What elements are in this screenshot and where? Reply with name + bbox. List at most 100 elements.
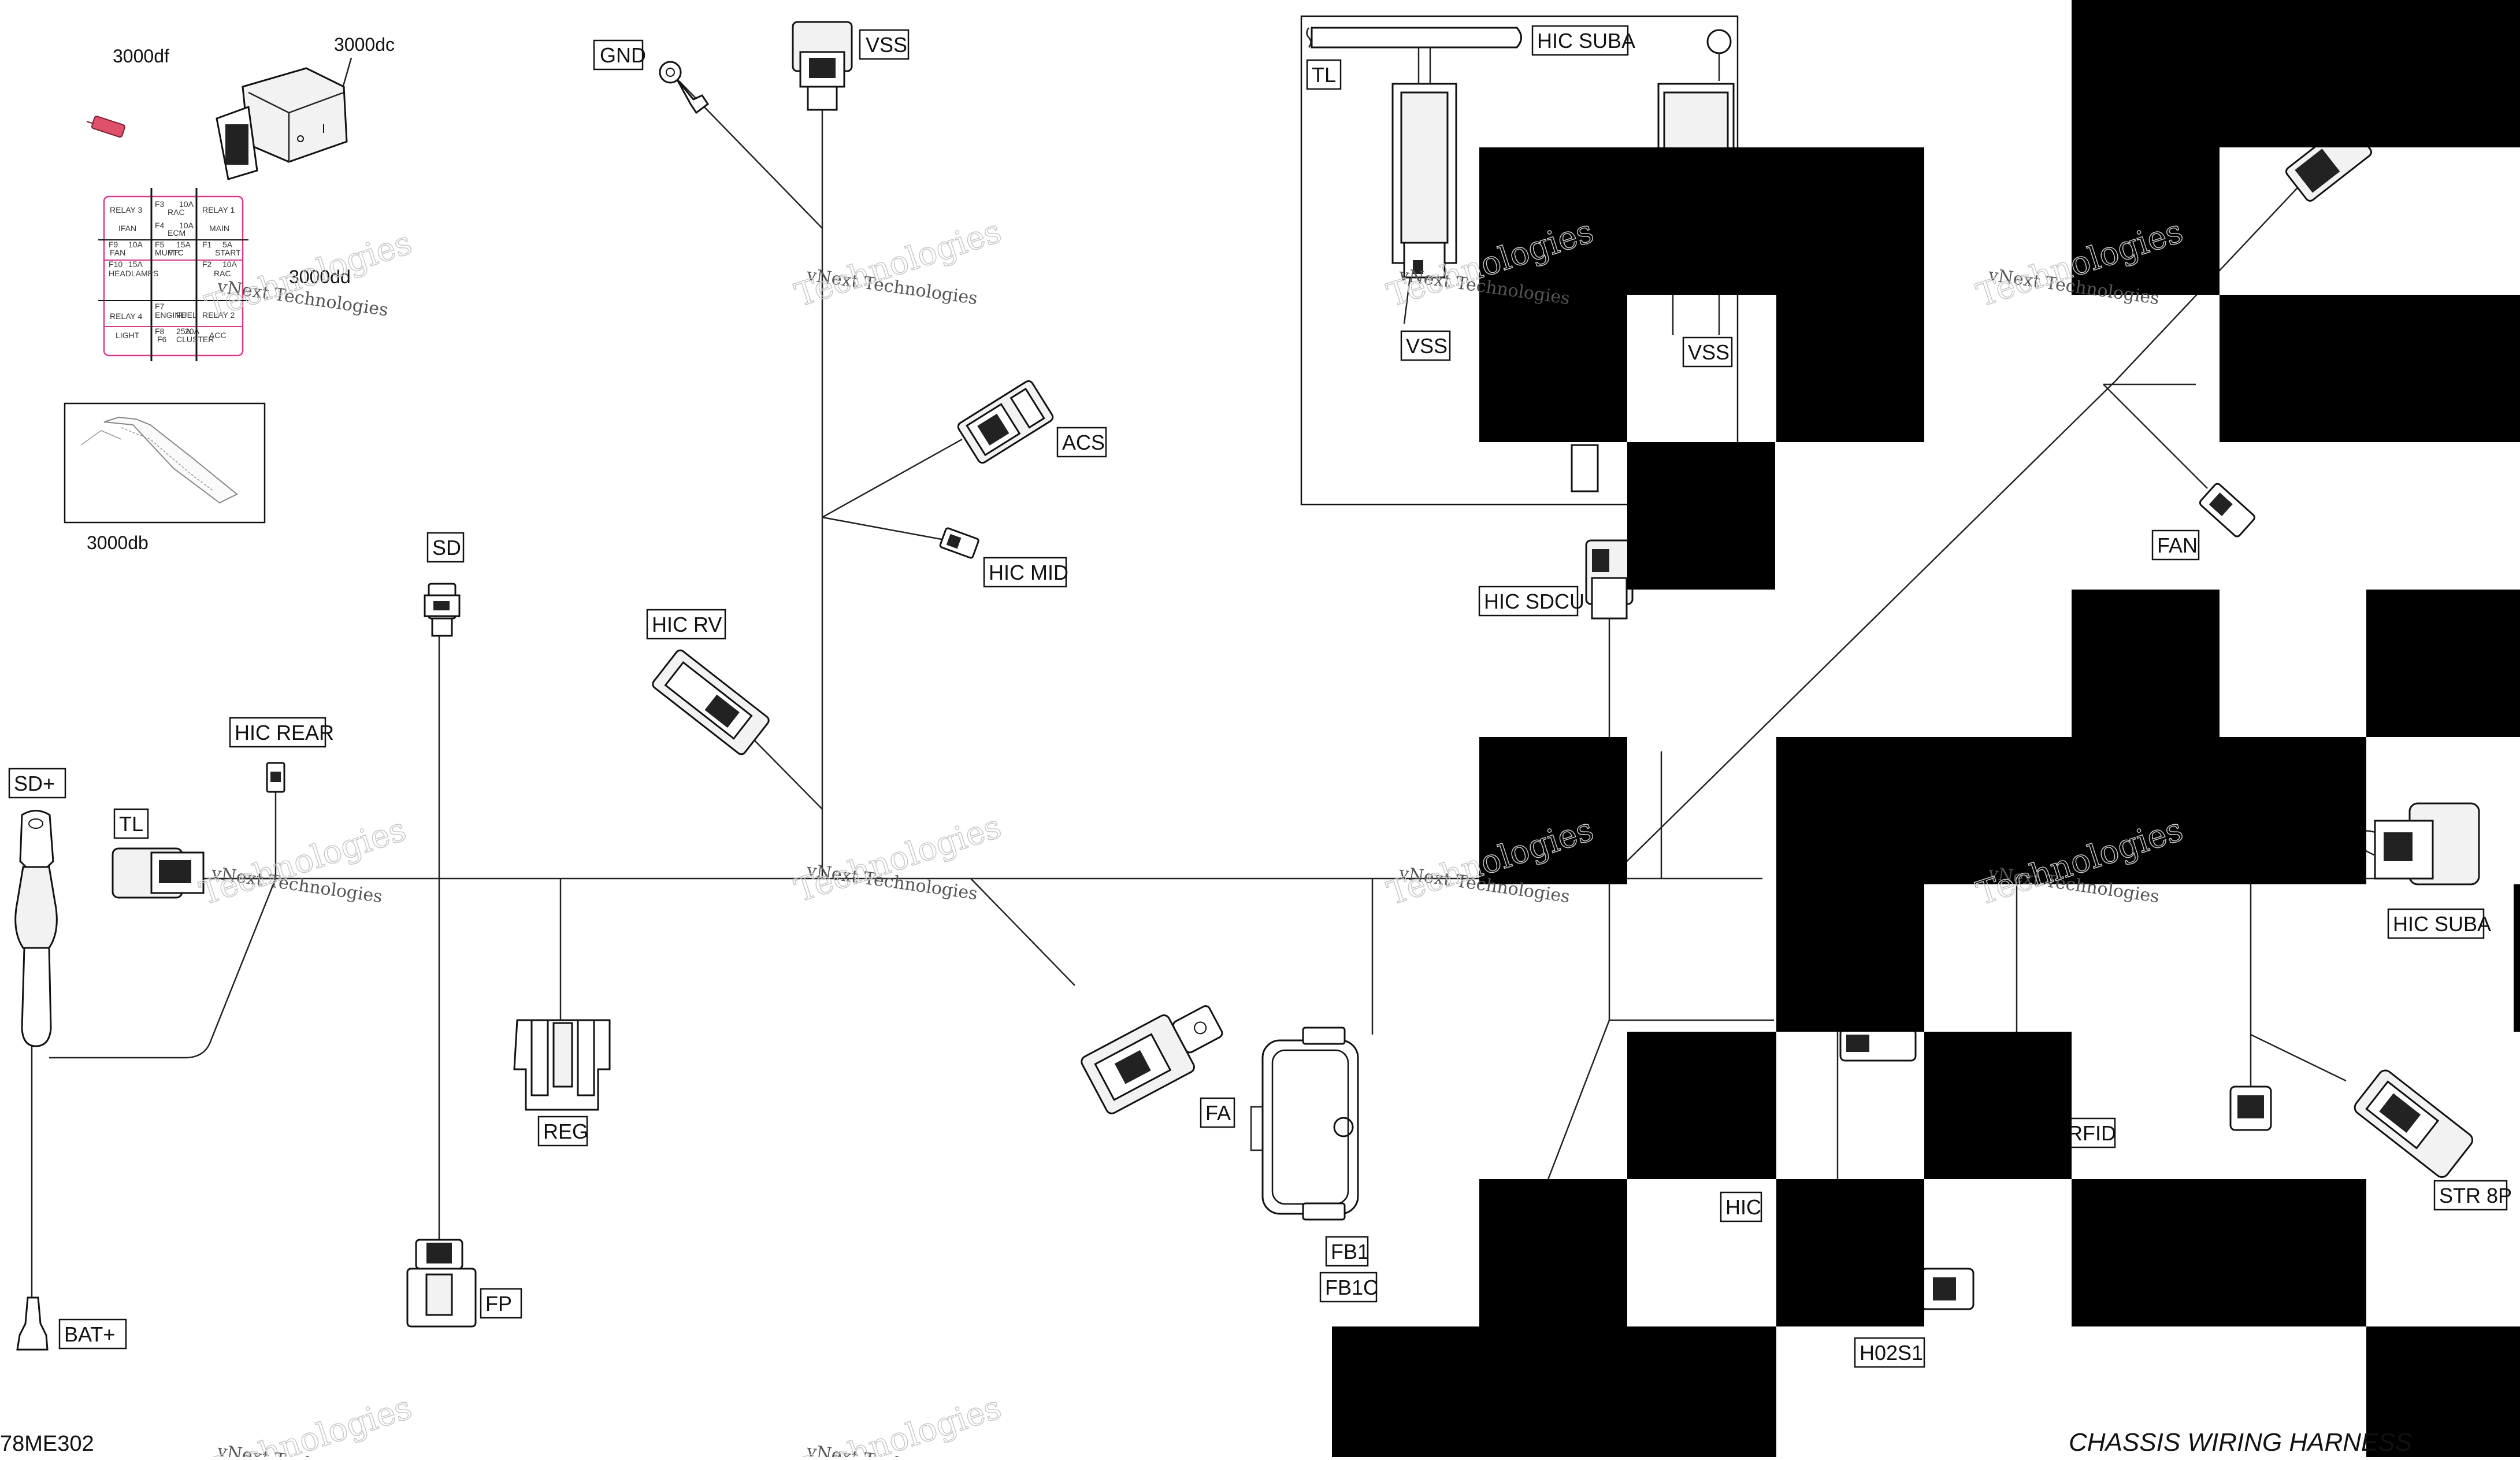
h02s1-connector <box>1920 1268 1975 1310</box>
harness-detail-label: 3000db <box>87 532 149 553</box>
relay-box-label: 3000dc <box>334 34 395 55</box>
h02s1-label: H02S1 <box>1860 1341 1923 1365</box>
fuse-holder-inset: 3000df <box>86 46 169 138</box>
str-8p-label: STR 8P <box>2439 1184 2512 1207</box>
relay-chart-cell: F8 <box>155 327 165 336</box>
vss-top-connector <box>792 21 853 111</box>
tl-inset-label: TL <box>1312 63 1336 87</box>
tl-label: TL <box>119 812 143 836</box>
relay-chart-cell: F4 <box>155 221 165 230</box>
hic-rear-connector <box>266 762 285 793</box>
relay-chart-cell: F1 <box>202 240 212 249</box>
hic-suba-label: HIC SUBA <box>2393 912 2491 936</box>
harness-detail-inset: 3000db <box>64 402 266 553</box>
fp-connector <box>406 1239 477 1328</box>
hic-mid-label: HIC MID <box>989 561 1068 584</box>
watermark-outline: Technologies <box>201 1389 417 1457</box>
reg-label: REG <box>543 1120 588 1143</box>
fa-connector <box>1081 1005 1223 1114</box>
hic-sdcu-label: HIC SDCU <box>1484 590 1584 613</box>
hic-label: HIC <box>1725 1195 1761 1219</box>
redaction-blocks <box>1332 0 2520 1457</box>
reg-connector <box>513 1019 611 1111</box>
hic-rear-label: HIC REAR <box>235 721 334 744</box>
relay-chart-cell: 10A <box>179 221 194 230</box>
str-8p-connector <box>2354 1069 2473 1178</box>
sd-label: SD <box>432 536 461 559</box>
relay-chart-cell: MAIN <box>209 224 229 233</box>
hic-suba-connector <box>2351 802 2480 885</box>
vss-inset-right-label: VSS <box>1688 340 1730 364</box>
fan-label: FAN <box>2157 533 2198 557</box>
acs-label: ACS <box>1062 431 1105 454</box>
relay-chart-cell: F5 <box>155 240 165 249</box>
relay-chart-cell: HEADLAMPS <box>109 269 158 278</box>
relay-chart-cell: 10A <box>222 260 237 269</box>
sd-plus-label: SD+ <box>14 772 55 795</box>
gnd-connector <box>659 61 710 114</box>
fa-label: FA <box>1205 1101 1231 1125</box>
relay-chart-cell: PTC <box>168 248 184 257</box>
hic-rv-connector <box>652 649 770 755</box>
relay-chart-cell: 10A <box>179 199 194 209</box>
rfid-connector <box>1839 1028 1917 1062</box>
relay-chart-cell: F6 <box>157 335 167 344</box>
gnd-label: GND <box>600 43 646 67</box>
hic-rv-label: HIC RV <box>652 613 722 636</box>
watermark-outline: Technologies <box>790 1389 1006 1457</box>
relay-chart-cell: RELAY 4 <box>110 312 143 321</box>
relay-chart-cell: 15A <box>176 240 191 249</box>
relay-box-icon <box>216 67 348 180</box>
sd-plus-terminal <box>14 810 58 1047</box>
sd-connector <box>424 583 461 637</box>
relay-chart-label: 3000dd <box>289 266 351 287</box>
relay-chart-cell: F7 <box>155 302 165 311</box>
fb1c-label: FB1C <box>1325 1276 1378 1299</box>
relay-chart-cell: 25A <box>176 327 191 336</box>
hic-mid-connector <box>939 527 979 559</box>
relay-chart-cell: 15A <box>128 260 143 269</box>
relay-chart-cell: FAN <box>110 248 125 257</box>
hic-suba-inset-label: HIC SUBA <box>1537 29 1635 53</box>
vertical-plug-connector <box>2229 1085 2272 1131</box>
relay-box-inset: 3000dc <box>216 34 395 180</box>
fb1-label: FB1 <box>1331 1240 1369 1263</box>
relay-chart-cell: F3 <box>155 199 165 209</box>
relay-chart-cell: 10A <box>128 240 143 249</box>
vss-top-label: VSS <box>866 33 907 57</box>
acs-connector <box>957 380 1054 464</box>
relay-chart-cell: ENGINE <box>155 310 186 320</box>
relay-chart-cell: F2 <box>202 260 212 269</box>
bat-plus-label: BAT+ <box>64 1322 115 1346</box>
hic-sdcu-connector <box>1571 444 1634 620</box>
fuse-holder-label: 3000df <box>113 46 169 66</box>
diagram-title: CHASSIS WIRING HARNESS <box>2069 1428 2412 1457</box>
tl-connector <box>112 847 205 899</box>
relay-chart-cell: MUMP <box>155 248 180 257</box>
relay-chart-cell: F10 <box>109 260 123 269</box>
relay-chart-cell: RELAY 1 <box>202 205 235 214</box>
relay-chart-cell: 5A <box>222 240 233 249</box>
rfid-label: RFID <box>2068 1121 2116 1145</box>
relay-chart-cell: ECM <box>168 228 185 238</box>
vss-inset-left-label: VSS <box>1406 334 1448 358</box>
relay-chart-cell: ACC <box>209 331 227 340</box>
diagram-code: 78ME302 <box>0 1432 94 1456</box>
relay-chart-cell: START <box>215 248 241 257</box>
fan-connector <box>2199 483 2255 538</box>
bat-plus-terminal <box>16 1296 49 1351</box>
relay-chart-cell: 20A <box>185 327 200 336</box>
relay-chart-cell: RAC <box>214 269 231 278</box>
relay-chart-cell: RELAY 2 <box>202 310 235 320</box>
fuse-icon <box>86 116 125 138</box>
relay-chart-cell: LIGHT <box>116 331 140 340</box>
relay-chart-cell: F9 <box>109 240 118 249</box>
fp-label: FP <box>485 1292 512 1316</box>
relay-chart-cell: RAC <box>168 207 185 217</box>
relay-chart-cell: CLUSTER <box>176 335 214 344</box>
fb1-fuse-box <box>1250 1027 1359 1221</box>
relay-chart-cell: FUEL <box>176 310 197 320</box>
